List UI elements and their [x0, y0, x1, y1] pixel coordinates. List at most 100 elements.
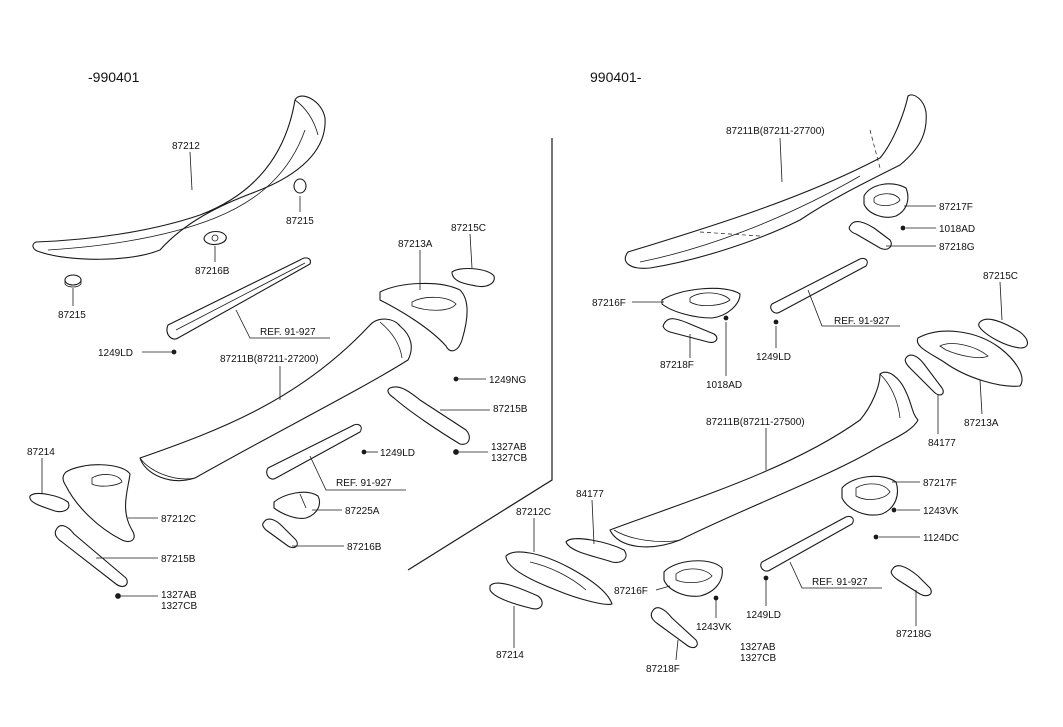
label-87215b-left-2: 87215B — [161, 554, 196, 565]
part-87218f-plate-top[interactable] — [662, 318, 718, 343]
leader-ref-right-2 — [789, 561, 882, 589]
label-1018ad-bottom: 1018AD — [706, 380, 742, 391]
part-87214-pad-right[interactable] — [489, 582, 543, 610]
part-87215-pad-lower[interactable] — [64, 274, 82, 288]
leader-ref-right-1 — [807, 289, 900, 327]
leader-84177-2 — [591, 499, 595, 545]
label-87212c-right: 87212C — [516, 507, 551, 518]
label-87216b-clip: 87216B — [195, 266, 230, 277]
label-87215b-left-1: 87215B — [493, 404, 528, 415]
right-section: 87211B(87211-27700) 87217F 1018AD 87218G… — [489, 94, 1029, 675]
part-87218g-plate-top[interactable] — [848, 220, 892, 250]
leader-ref-2 — [309, 455, 406, 491]
part-87211b-main-wing[interactable] — [139, 318, 412, 482]
part-87211b-bottom-wing[interactable] — [609, 371, 919, 548]
label-87225a: 87225A — [345, 506, 380, 517]
label-1124dc: 1124DC — [923, 533, 959, 544]
leader-87213a-right — [979, 379, 983, 415]
part-brake-light-strip-left-1[interactable] — [166, 257, 311, 340]
part-84177-pad-upper[interactable] — [904, 354, 944, 396]
label-87213a-left: 87213A — [398, 239, 433, 250]
leader-87215c-right — [999, 281, 1003, 321]
label-87216f-top: 87216F — [592, 298, 626, 309]
label-1327ab-left-1: 1327AB — [491, 442, 527, 453]
label-1249ld-left-2: 1249LD — [380, 448, 415, 459]
part-87211b-top-wing[interactable] — [624, 94, 927, 269]
label-87211b-top: 87211B(87211-27700) — [726, 126, 825, 137]
label-87215c-right: 87215C — [983, 271, 1018, 282]
part-87213a-cap-right[interactable] — [916, 330, 1023, 387]
header-right: 990401- — [590, 69, 642, 85]
part-87214-pad-left[interactable] — [29, 493, 70, 513]
label-87218g-bottom: 87218G — [896, 629, 932, 640]
part-87215c-pad[interactable] — [451, 267, 495, 288]
label-ref-left-1: REF. 91-927 — [260, 327, 316, 338]
part-brake-light-strip-left-2[interactable] — [266, 423, 362, 480]
bolt-1327ab-left-2[interactable] — [115, 593, 121, 599]
label-87218g-top: 87218G — [939, 242, 975, 253]
bolt-1018ad-right-2[interactable] — [723, 315, 729, 321]
label-1249ld-left-1: 1249LD — [98, 348, 133, 359]
label-ref-left-2: REF. 91-927 — [336, 478, 392, 489]
bolt-1243vk-right-2[interactable] — [713, 595, 719, 601]
label-1249ld-right-1: 1249LD — [756, 352, 791, 363]
bolt-1249ng[interactable] — [453, 376, 459, 382]
label-ref-right-2: REF. 91-927 — [812, 577, 868, 588]
bolt-1249ld-right-2[interactable] — [763, 575, 769, 581]
part-brake-light-strip-right-2[interactable] — [760, 515, 854, 572]
bolt-1249ld-right-1[interactable] — [773, 319, 779, 325]
part-87212c-cap-right[interactable] — [505, 551, 613, 605]
leader-87215c — [469, 233, 473, 269]
label-87212c-left: 87212C — [161, 514, 196, 525]
part-87212c-end-cap[interactable] — [62, 464, 135, 543]
part-brake-light-strip-right-1[interactable] — [770, 257, 868, 314]
label-1249ng: 1249NG — [489, 375, 526, 386]
label-ref-right-1: REF. 91-927 — [834, 316, 890, 327]
part-87217f-bracket-top[interactable] — [863, 183, 909, 218]
label-87214-right: 87214 — [496, 650, 524, 661]
part-84177-pad-lower[interactable] — [565, 538, 627, 563]
label-1327cb-left-2: 1327CB — [161, 601, 197, 612]
label-84177-upper: 84177 — [928, 438, 956, 449]
part-87216f-bracket-bottom[interactable] — [663, 560, 723, 597]
label-1327cb-left-1: 1327CB — [491, 453, 527, 464]
leader-87218f-2 — [675, 639, 679, 661]
leader-87211b-top — [779, 137, 783, 183]
part-87225a-bracket[interactable] — [273, 491, 321, 519]
label-87214-left: 87214 — [27, 447, 55, 458]
leader-87212 — [189, 151, 193, 191]
part-87217f-bracket-mid[interactable] — [841, 475, 899, 516]
label-1018ad-top: 1018AD — [939, 224, 975, 235]
part-87215c-pad-right[interactable] — [978, 318, 1029, 349]
label-87217f-top: 87217F — [939, 202, 973, 213]
label-87215-lower: 87215 — [58, 310, 86, 321]
label-87215-upper: 87215 — [286, 216, 314, 227]
part-87213a-end-cap[interactable] — [379, 282, 468, 352]
bolt-1327ab-left-1[interactable] — [453, 449, 459, 455]
header-left: -990401 — [88, 69, 140, 85]
part-87216b-clip[interactable] — [203, 230, 227, 246]
bolt-1018ad-right-1[interactable] — [900, 225, 906, 231]
bolt-1249ld-left-2[interactable] — [361, 449, 367, 455]
part-87212-spoiler[interactable] — [32, 95, 326, 260]
label-1327ab-left-2: 1327AB — [161, 590, 197, 601]
label-87217f-mid: 87217F — [923, 478, 957, 489]
label-84177-lower: 84177 — [576, 489, 604, 500]
label-87213a-right: 87213A — [964, 418, 999, 429]
left-section: 87212 87215 87215 87216B 87213A 87215C R… — [27, 95, 528, 612]
part-87218g-plate-bottom[interactable] — [890, 565, 932, 597]
bolt-1249ld-left-1[interactable] — [171, 349, 177, 355]
label-87218f-bottom: 87218F — [646, 664, 680, 675]
part-87215-pad-upper[interactable] — [293, 178, 307, 194]
part-87215b-stay-pad-right[interactable] — [387, 386, 470, 445]
bolt-1243vk-right-1[interactable] — [891, 507, 897, 513]
leader-ref-1 — [235, 309, 330, 339]
part-87218f-plate-bottom[interactable] — [650, 607, 698, 649]
part-87216b-bar[interactable] — [262, 518, 298, 549]
part-87216f-bracket-top[interactable] — [661, 287, 741, 319]
section-divider — [407, 138, 553, 571]
leader-87216f-2 — [655, 585, 671, 591]
bolt-1124dc[interactable] — [873, 534, 879, 540]
part-87215b-stay-pad-left[interactable] — [54, 525, 128, 587]
